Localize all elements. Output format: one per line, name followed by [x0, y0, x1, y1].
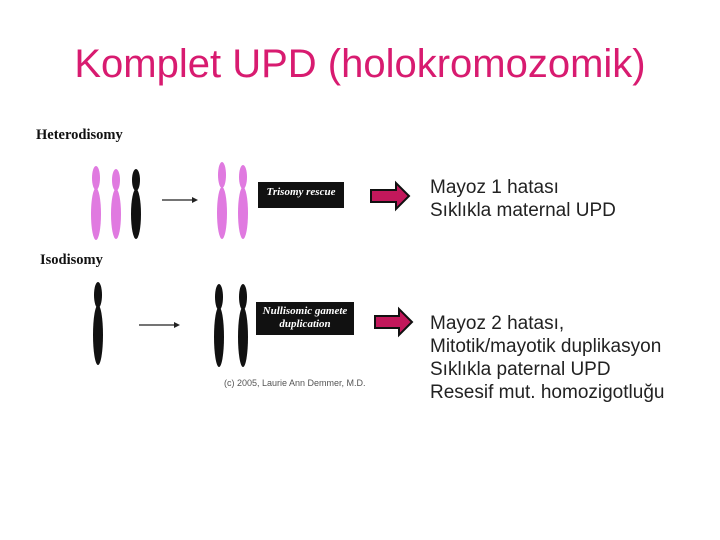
- heterodisomy-result-chromosomes: [217, 162, 248, 239]
- copyright-text: (c) 2005, Laurie Ann Demmer, M.D.: [224, 378, 366, 388]
- nullisomic-text-line1: Nullisomic gamete: [262, 305, 348, 317]
- heterodisomy-initial-chromosomes: [91, 166, 141, 240]
- note-line: Mayoz 1 hatası: [430, 177, 559, 198]
- note-line: Mitotik/mayotik duplikasyon: [430, 336, 662, 357]
- nullisomic-text-line2: duplication: [279, 318, 331, 330]
- trisomy-rescue-text: Trisomy rescue: [266, 186, 336, 198]
- maternal-chromosome: [111, 169, 121, 239]
- note-line: Mayoz 2 hatası,: [430, 313, 565, 334]
- isodisomy-initial-chromosome: [93, 282, 103, 365]
- trisomy-rescue-box: Trisomy rescue: [258, 182, 344, 208]
- maternal-chromosome: [91, 166, 101, 240]
- heterodisomy-label: Heterodisomy: [36, 127, 123, 143]
- bold-arrow-1: [370, 180, 411, 212]
- bold-arrow-2: [374, 306, 414, 338]
- note-meiosis-2: Mayoz 2 hatası, Mitotik/mayotik duplikas…: [430, 312, 664, 404]
- isodisomy-label: Isodisomy: [40, 252, 103, 268]
- nullisomic-box: Nullisomic gamete duplication: [256, 302, 354, 335]
- slide-title: Komplet UPD (holokromozomik): [74, 42, 646, 86]
- isodisomy-result-chromosomes: [214, 284, 248, 367]
- paternal-chromosome: [131, 169, 141, 239]
- thin-arrow: [139, 322, 180, 328]
- thin-arrow: [162, 197, 198, 203]
- note-line: Resesif mut. homozigotluğu: [430, 382, 665, 403]
- note-line: Sıklıkla paternal UPD: [430, 359, 611, 380]
- note-meiosis-1: Mayoz 1 hatası Sıklıkla maternal UPD: [430, 176, 616, 222]
- note-line: Sıklıkla maternal UPD: [430, 200, 616, 221]
